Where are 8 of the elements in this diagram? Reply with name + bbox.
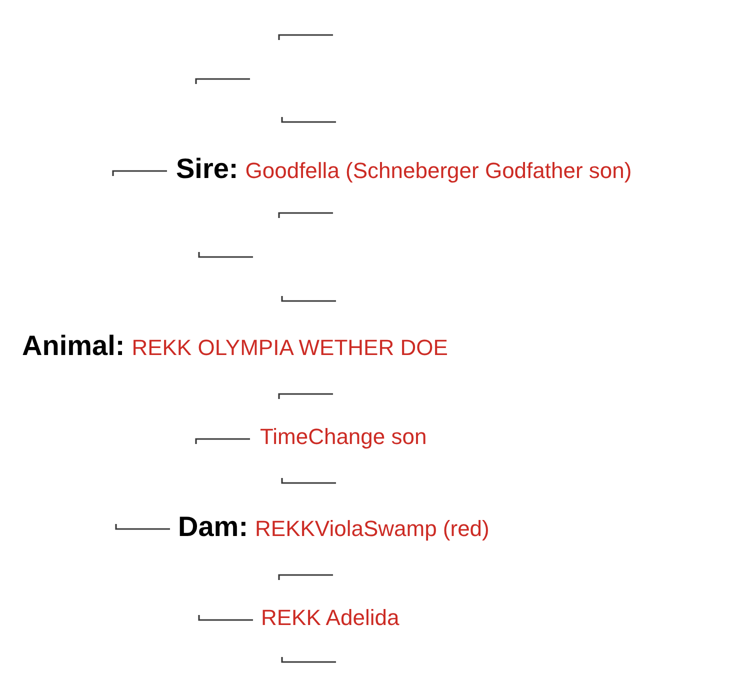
animal-name: REKK OLYMPIA WETHER DOE: [132, 334, 448, 362]
animal-name: REKKViolaSwamp (red): [255, 515, 490, 543]
field-label: Dam:: [178, 510, 248, 544]
field-label: Animal:: [22, 329, 125, 363]
animal-name: Goodfella (Schneberger Godfather son): [245, 157, 632, 185]
animal-name: TimeChange son: [260, 423, 427, 451]
animal-name: REKK Adelida: [261, 604, 400, 632]
field-label: Sire:: [176, 152, 238, 186]
